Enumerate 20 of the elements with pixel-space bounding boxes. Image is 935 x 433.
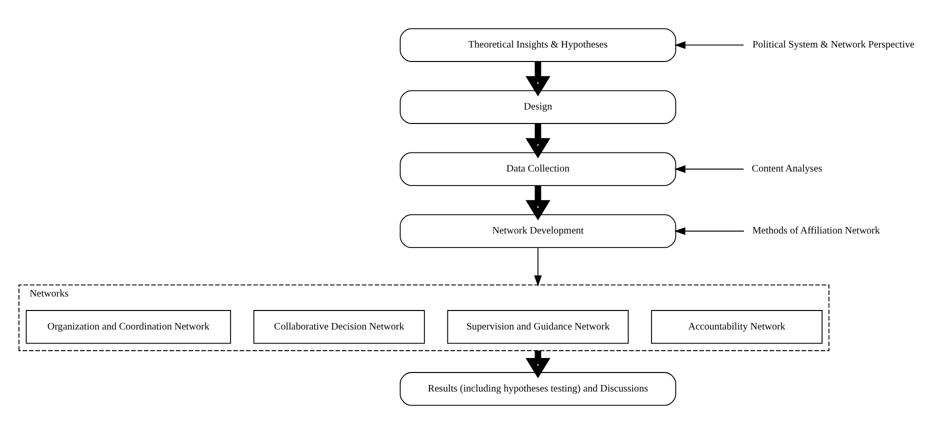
node-box: Collaborative Decision Network <box>253 310 425 344</box>
arrow <box>526 185 550 220</box>
node-box: Data Collection <box>400 152 676 186</box>
arrow <box>526 123 550 158</box>
arrow <box>674 164 744 172</box>
arrow <box>674 226 744 234</box>
node-box: Network Development <box>400 214 676 248</box>
node-box: Theoretical Insights & Hypotheses <box>400 28 676 62</box>
node-box: Organization and Coordination Network <box>26 310 232 344</box>
node-box: Design <box>400 90 676 124</box>
node-text: Content Analyses <box>752 163 822 174</box>
node-box: Accountability Network <box>651 310 823 344</box>
node-text: Political System & Network Perspective <box>752 39 914 50</box>
node-box: Results (including hypotheses testing) and Discussions <box>400 372 676 406</box>
arrow <box>674 40 744 48</box>
node-text: Methods of Affiliation Network <box>752 225 880 236</box>
arrow <box>534 246 542 286</box>
arrow <box>526 350 550 378</box>
arrow <box>526 61 550 96</box>
node-box: Supervision and Guidance Network <box>447 310 629 344</box>
